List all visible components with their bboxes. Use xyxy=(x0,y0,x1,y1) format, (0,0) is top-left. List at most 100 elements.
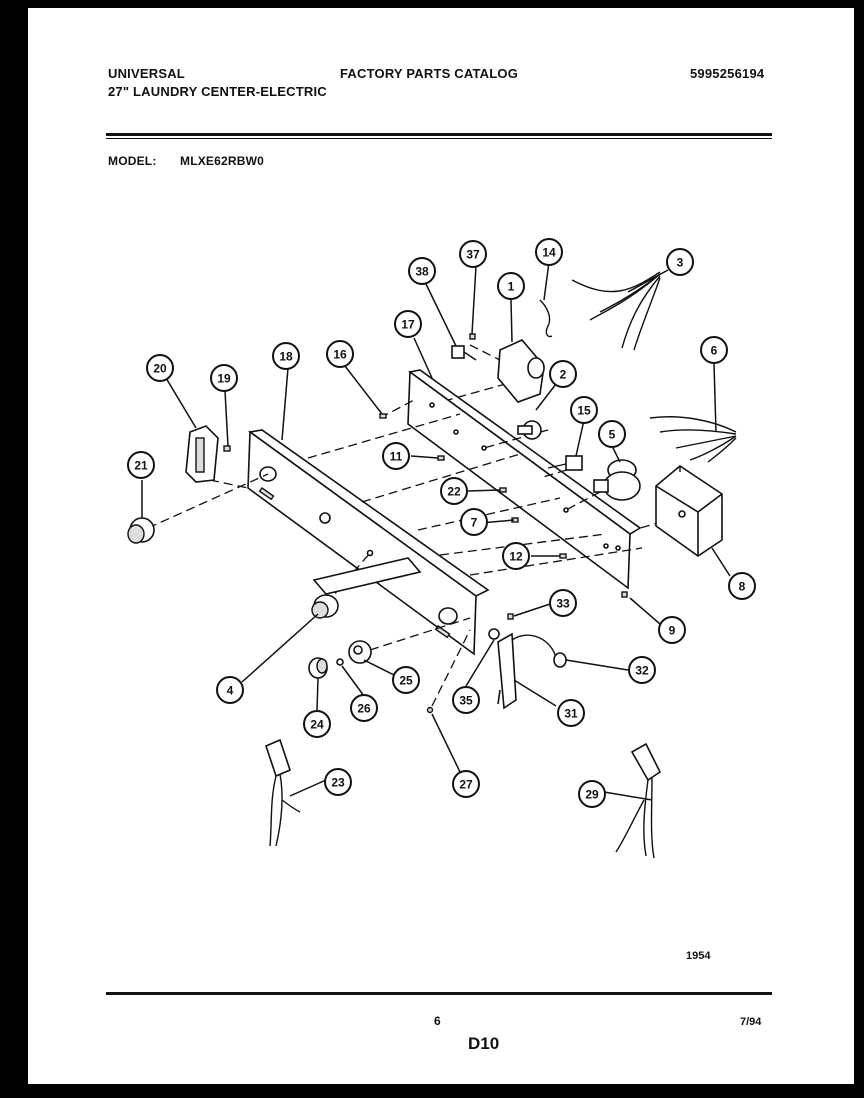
box-8-part xyxy=(655,465,723,557)
timer-part xyxy=(497,339,545,403)
callout-27: 27 xyxy=(452,770,480,798)
catalog-page xyxy=(28,8,854,1084)
callout-1: 1 xyxy=(497,272,525,300)
callout-8: 8 xyxy=(728,572,756,600)
callout-12: 12 xyxy=(502,542,530,570)
callout-label: 12 xyxy=(509,550,523,564)
knob-21-part xyxy=(127,517,155,544)
callout-6: 6 xyxy=(700,336,728,364)
callout-label: 38 xyxy=(415,265,429,279)
callout-24: 24 xyxy=(303,710,331,738)
callout-35: 35 xyxy=(452,686,480,714)
callout-15: 15 xyxy=(570,396,598,424)
nut-35-part xyxy=(488,628,500,640)
callout-16: 16 xyxy=(326,340,354,368)
rear-bracket-part xyxy=(407,369,642,590)
screw-11-part xyxy=(437,455,445,461)
screw-16-part xyxy=(379,413,387,419)
callout-3: 3 xyxy=(666,248,694,276)
harness-3-part xyxy=(571,271,661,351)
clip-26-part xyxy=(336,658,344,666)
callout-21: 21 xyxy=(127,451,155,479)
callout-label: 4 xyxy=(227,684,234,698)
callout-label: 33 xyxy=(556,597,570,611)
callout-label: 27 xyxy=(459,778,473,792)
callout-11: 11 xyxy=(382,442,410,470)
callout-37: 37 xyxy=(459,240,487,268)
callout-18: 18 xyxy=(272,342,300,370)
page-number: 6 xyxy=(434,1014,441,1028)
screw-9-part xyxy=(621,591,628,598)
section-code: D10 xyxy=(468,1034,500,1053)
sensor-31-part xyxy=(497,632,517,710)
callout-label: 8 xyxy=(739,580,746,594)
screw-33-part xyxy=(507,613,514,620)
harness-29-part xyxy=(615,742,662,859)
callout-label: 6 xyxy=(711,344,718,358)
callout-4: 4 xyxy=(216,676,244,704)
callout-22: 22 xyxy=(440,477,468,505)
callout-label: 7 xyxy=(471,516,478,530)
callout-label: 5 xyxy=(609,428,616,442)
washer-25-part xyxy=(348,640,372,664)
callout-label: 9 xyxy=(669,624,676,638)
knob-24-part xyxy=(308,657,328,679)
callout-label: 17 xyxy=(401,318,415,332)
callout-label: 24 xyxy=(310,718,324,732)
callout-label: 29 xyxy=(585,788,599,802)
catalog-number: 5995256194 xyxy=(690,66,765,81)
brand-name: UNIVERSAL xyxy=(108,66,185,81)
callout-20: 20 xyxy=(146,354,174,382)
callout-label: 32 xyxy=(635,664,649,678)
callout-label: 35 xyxy=(459,694,473,708)
callout-label: 2 xyxy=(560,368,567,382)
callout-leaders xyxy=(141,261,731,801)
callout-23: 23 xyxy=(324,768,352,796)
callout-32: 32 xyxy=(628,656,656,684)
callout-label: 14 xyxy=(542,246,556,260)
callout-label: 20 xyxy=(153,362,167,376)
switch-38-part xyxy=(451,345,477,361)
knob-shaft-2-part xyxy=(517,420,542,440)
callout-group: 1234567891112141516171819202122232425262… xyxy=(127,238,756,808)
switch-15-part xyxy=(547,455,583,471)
model-number: MLXE62RBW0 xyxy=(180,154,265,168)
revision-date: 7/94 xyxy=(740,1016,762,1028)
callout-label: 1 xyxy=(508,280,515,294)
callout-label: 23 xyxy=(331,776,345,790)
sensor-wire-32-part xyxy=(511,634,567,668)
callout-label: 25 xyxy=(399,674,413,688)
callout-label: 16 xyxy=(333,348,347,362)
callout-5: 5 xyxy=(598,420,626,448)
callout-33: 33 xyxy=(549,589,577,617)
figure-number: 1954 xyxy=(686,950,711,962)
model-label: MODEL: xyxy=(108,154,157,168)
motor-5-part xyxy=(593,459,641,501)
callout-26: 26 xyxy=(350,694,378,722)
catalog-title: FACTORY PARTS CATALOG xyxy=(340,66,519,81)
callout-label: 26 xyxy=(357,702,371,716)
callout-7: 7 xyxy=(460,508,488,536)
footer-rule xyxy=(106,992,772,995)
callout-29: 29 xyxy=(578,780,606,808)
callout-label: 22 xyxy=(447,485,461,499)
control-panel-part xyxy=(247,429,490,656)
header-rule-thin xyxy=(106,138,772,139)
screw-19-part xyxy=(223,445,231,452)
callout-label: 11 xyxy=(390,450,403,464)
callout-38: 38 xyxy=(408,257,436,285)
callout-label: 19 xyxy=(217,372,231,386)
callout-2: 2 xyxy=(549,360,577,388)
screw-37-part xyxy=(469,333,476,340)
bracket-20-part xyxy=(185,425,219,483)
header-rule xyxy=(106,133,772,136)
callout-9: 9 xyxy=(658,616,686,644)
product-title: 27" LAUNDRY CENTER-ELECTRIC xyxy=(108,84,327,99)
harness-6-part xyxy=(649,416,737,463)
callout-31: 31 xyxy=(557,699,585,727)
screw-27-part xyxy=(426,706,434,714)
wire-clip-14-part xyxy=(539,299,553,338)
harness-23-part xyxy=(265,738,301,847)
screw-12-part xyxy=(559,553,567,559)
